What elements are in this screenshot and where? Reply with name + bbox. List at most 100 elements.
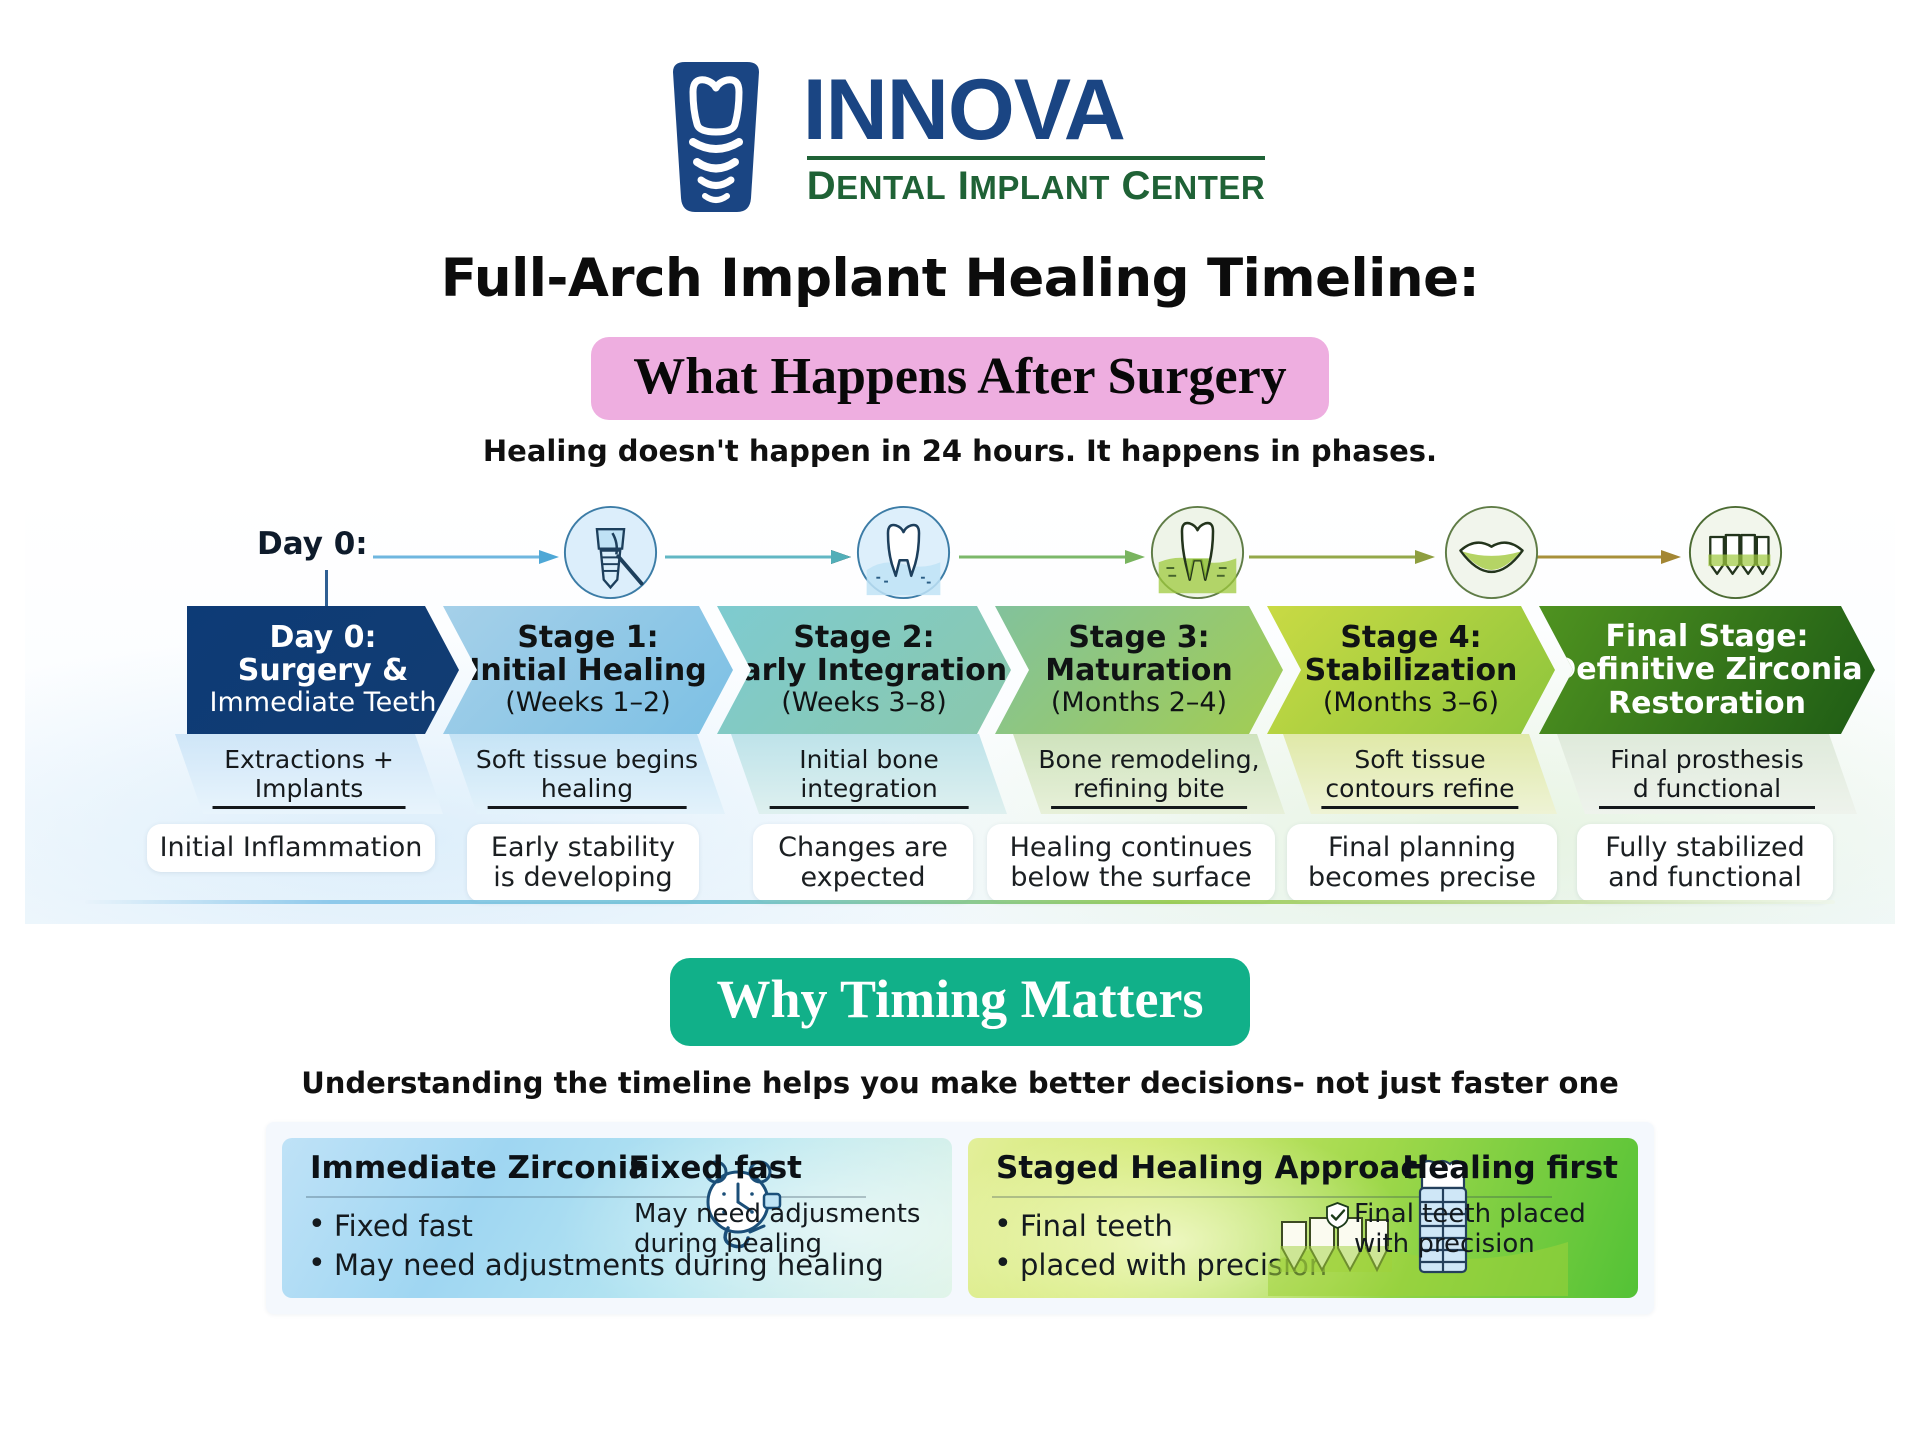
card-divider-rule [306,1196,866,1198]
timeline-stage-chevrons: Day 0: Surgery & Immediate Teeth Stage 1… [25,606,1895,734]
timeline-arrow-1 [373,550,559,564]
logo-subtitle: DENTAL IMPLANT CENTER [803,165,1266,207]
staged-healing-side-heading: Healing first [1402,1150,1618,1186]
tooth-integrating-bone-icon [1149,504,1246,601]
stage-desc-stage2-l2: integration [800,774,938,803]
list-item: Fixed fast [308,1206,948,1245]
stage-desc-underline [213,806,406,809]
staged-healing-side-text: Final teeth placed with precision [1354,1199,1586,1259]
stage-subtitle-final: Definitive Zirconia [1551,651,1863,687]
stage-subtitle-stage4: Stabilization [1304,652,1518,688]
stage-note-day0: Initial Inflammation [147,824,435,872]
list-item: May need adjustments during healing [308,1245,948,1284]
stage-subtitle-stage3: Maturation [1045,652,1233,688]
stage-desc-stage3: Bone remodeling, refining bite [1013,734,1285,814]
stage-note-day0-text: Initial Inflammation [159,831,423,863]
stage-caption-final: Restoration [1608,685,1806,721]
stage-desc-stage2-l1: Initial bone [799,745,939,774]
stage-chevron-stage2[interactable]: Stage 2: Early Integration (Weeks 3–8) [717,606,1011,734]
stage-desc-stage1-l1: Soft tissue begins [475,745,699,774]
stage-caption-stage2: (Weeks 3–8) [781,687,947,719]
stage-caption-stage3: (Months 2–4) [1050,687,1228,719]
approach-comparison-panel: Immediate Zirconia Fixed fast May need a… [266,1122,1654,1314]
immediate-zirconia-card[interactable]: Immediate Zirconia Fixed fast May need a… [282,1138,952,1298]
stage-desc-stage1: Soft tissue begins healing [449,734,725,814]
check-shield-icon [1324,1202,1351,1229]
stage-desc-underline [1599,806,1815,809]
stage-desc-stage4-l2: contours refine [1325,774,1515,803]
stage-chevron-final[interactable]: Final Stage: Definitive Zirconia Restora… [1539,606,1875,734]
immediate-zirconia-bullets: Fixed fast May need adjustments during h… [308,1206,948,1286]
stage-desc-day0-l1: Extractions + [224,745,394,774]
alarm-clock-icon [690,1154,790,1256]
immediate-zirconia-side-heading: Fixed fast [628,1150,802,1186]
logo-wordmark: INNOVA [802,61,1126,158]
stage-desc-underline [1051,806,1247,809]
logo-subtitle-i: I [946,164,970,209]
tooth-gum-swelling-icon [855,504,952,601]
dental-implant-tooth-logo-mark [655,58,777,218]
stage-desc-stage4-l1: Soft tissue [1354,745,1486,774]
stage-caption-stage4: (Months 3–6) [1322,687,1500,719]
immediate-zirconia-side-text: May need adjusments during healing [634,1199,921,1259]
stage-desc-day0: Extractions + Implants [175,734,443,814]
logo-subtitle-c: C [1109,164,1151,209]
timeline-arrow-2 [665,550,851,564]
day0-marker-label: Day 0: [257,526,368,562]
stage-title-stage4: Stage 4: [1340,619,1482,655]
stage-chevron-stage4[interactable]: Stage 4: Stabilization (Months 3–6) [1267,606,1555,734]
stage-subtitle-day0: Surgery & [237,652,409,688]
logo-subtitle-d: D [806,164,837,209]
staged-healing-heading: Staged Healing Approach [996,1150,1441,1186]
card-divider-rule [992,1196,1552,1198]
stage-title-final: Final Stage: [1605,618,1809,654]
stage-title-stage3: Stage 3: [1068,619,1210,655]
day0-connector-line [325,570,328,615]
logo-subtitle-mplant: MPLANT [969,169,1110,207]
what-happens-after-surgery-pill: What Happens After Surgery [591,337,1329,420]
stage-subtitle-stage2: Early Integration [720,652,1008,688]
list-item: Final teeth [994,1206,1514,1245]
stage-desc-underline [488,806,687,809]
stage-desc-underline [770,806,969,809]
timing-subtitle: Understanding the timeline helps you mak… [301,1066,1619,1100]
timeline-baseline [85,900,1835,904]
full-arch-bridge-icon [1687,504,1784,601]
why-timing-matters-pill: Why Timing Matters [670,958,1250,1046]
timeline-arrow-3 [959,550,1145,564]
stage-desc-final-l2: d functional [1632,774,1782,803]
stage-desc-stage4: Soft tissue contours refine [1283,734,1557,814]
stage-caption-day0: Immediate Teeth [209,687,437,719]
stage-desc-final-l1: Final prosthesis [1610,745,1804,774]
immediate-zirconia-heading: Immediate Zirconia [310,1150,650,1186]
stage-desc-stage3-l1: Bone remodeling, [1038,745,1260,774]
staged-healing-card[interactable]: Staged Healing Approach Final teeth plac… [968,1138,1638,1298]
stage-chevron-day0[interactable]: Day 0: Surgery & Immediate Teeth [187,606,459,734]
stage-desc-stage2: Initial bone integration [731,734,1007,814]
logo-subtitle-ental: ENTAL [836,169,947,207]
stage-title-stage2: Stage 2: [793,619,935,655]
logo-subtitle-enter: ENTER [1150,169,1266,207]
logo-divider-rule [806,156,1266,161]
timeline-description-row: Extractions + Implants Soft tissue begin… [25,734,1895,814]
implant-and-bridge-illustration [1268,1156,1568,1296]
stage-title-day0: Day 0: [269,619,377,655]
staged-healing-bullets: Final teeth placed with precision [994,1206,1514,1286]
stage-chevron-stage3[interactable]: Stage 3: Maturation (Months 2–4) [995,606,1283,734]
healing-phases-subtitle: Healing doesn't happen in 24 hours. It h… [482,434,1438,468]
stage-chevron-stage1[interactable]: Stage 1: Initial Healing (Weeks 1–2) [443,606,733,734]
stage-desc-final: Final prosthesis d functional [1557,734,1857,814]
stage-desc-stage1-l2: healing [540,774,634,803]
stage-subtitle-stage1: Initial Healing [469,652,707,688]
stage-desc-stage3-l2: refining bite [1073,774,1225,803]
brand-logo: INNOVA DENTAL IMPLANT CENTER [0,0,1920,218]
